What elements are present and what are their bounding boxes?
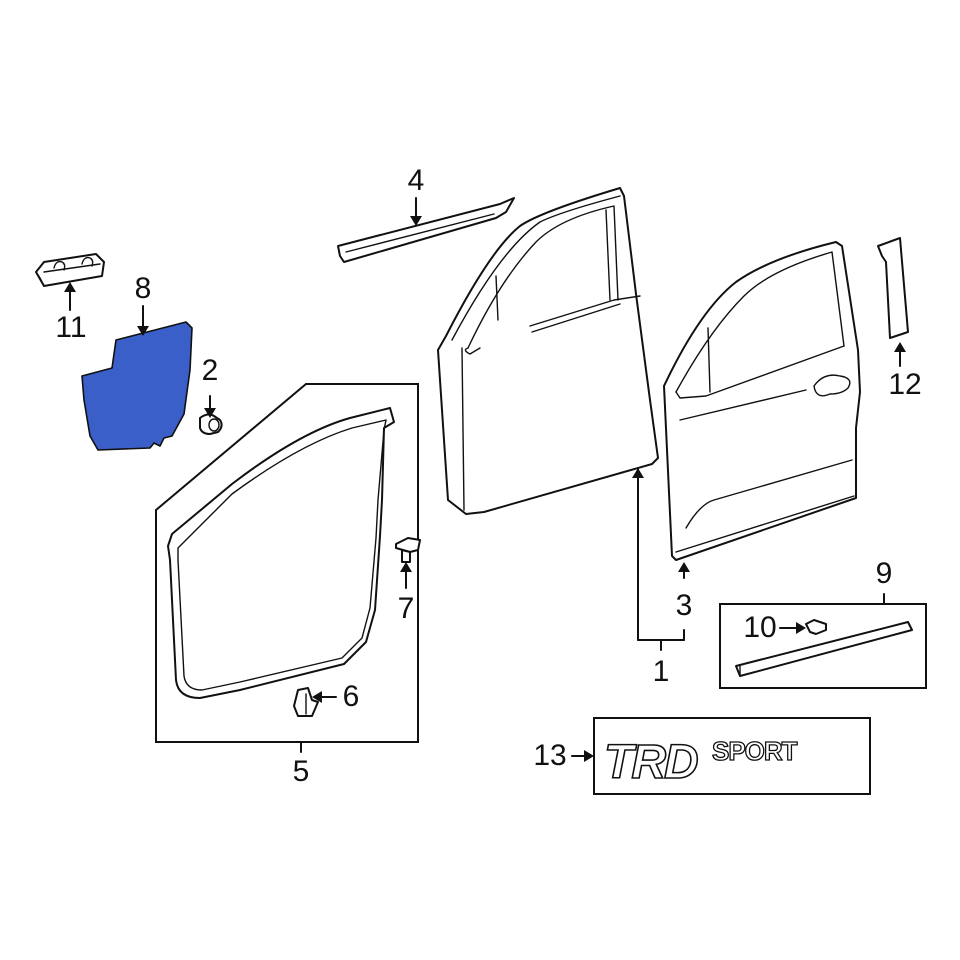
part-7-retainer[interactable]: [395, 537, 421, 563]
callout-7[interactable]: 7: [397, 592, 415, 625]
part-12-pillar-applique[interactable]: [877, 237, 909, 339]
part-9-lower-molding[interactable]: [735, 621, 913, 677]
lower-molding-group-box: [719, 603, 927, 689]
callout-5[interactable]: 5: [292, 755, 310, 788]
part-5-weatherstrip[interactable]: [167, 407, 395, 699]
callout-4[interactable]: 4: [407, 164, 425, 197]
callout-9[interactable]: 9: [875, 557, 893, 590]
part-4-belt-molding[interactable]: [337, 197, 515, 263]
callout-12[interactable]: 12: [888, 368, 922, 401]
part-2-clip[interactable]: [199, 413, 223, 435]
svg-text:TRD: TRD: [604, 736, 698, 789]
svg-text:SPORT: SPORT: [712, 736, 798, 766]
part-13-trd-sport-emblem[interactable]: TRD SPORT: [603, 735, 799, 790]
part-3-door-shell[interactable]: [663, 241, 861, 561]
callout-13[interactable]: 13: [533, 739, 567, 772]
callout-10[interactable]: 10: [743, 611, 777, 644]
part-11-bracket[interactable]: [35, 253, 105, 287]
callout-6[interactable]: 6: [342, 680, 360, 713]
part-1-front-door[interactable]: [437, 187, 659, 515]
callout-3[interactable]: 3: [675, 589, 693, 622]
callout-2[interactable]: 2: [201, 354, 219, 387]
callout-1[interactable]: 1: [652, 655, 670, 688]
callout-8[interactable]: 8: [134, 272, 152, 305]
part-10-clip[interactable]: [805, 619, 827, 635]
part-8-water-deflector[interactable]: [81, 321, 193, 451]
callout-11[interactable]: 11: [55, 311, 87, 344]
part-6-clip[interactable]: [293, 687, 319, 717]
weatherstrip-group-box: [155, 383, 419, 743]
